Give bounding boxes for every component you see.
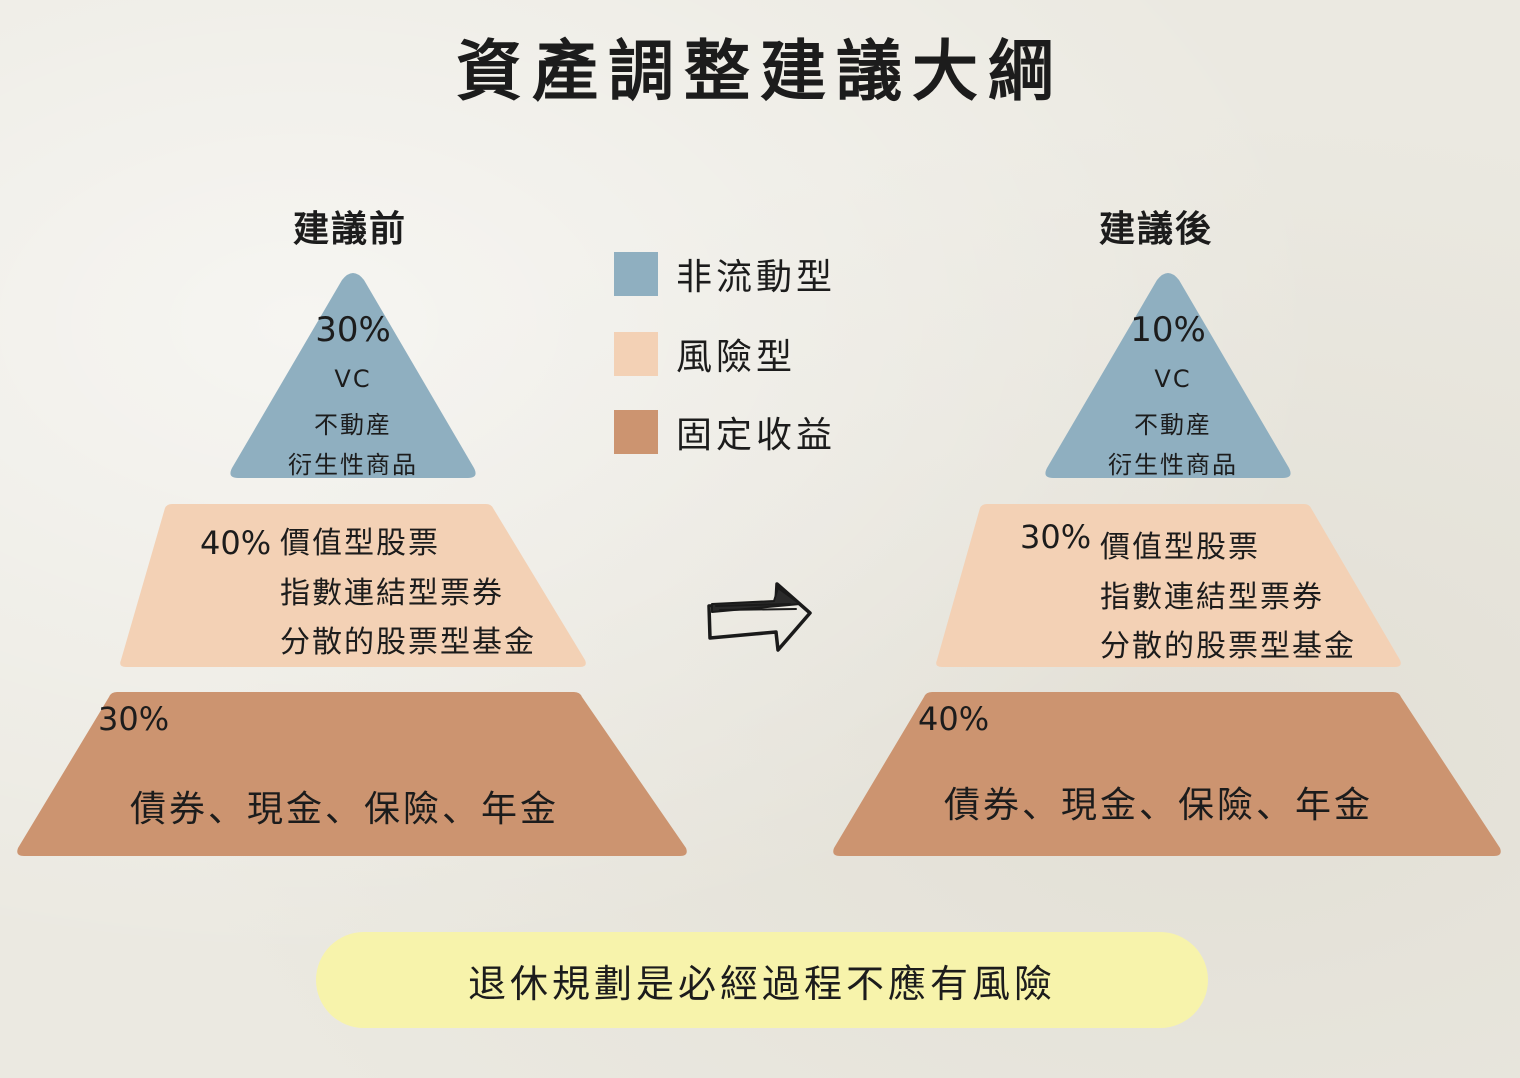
legend-swatch-illiquid (614, 252, 658, 296)
after-middle-tier (936, 504, 1401, 667)
before-top-tier (230, 273, 476, 478)
after-top-line: 衍生性商品 (1108, 451, 1238, 479)
after-middle-line: 價值型股票 (1100, 530, 1260, 565)
before-bottom-text: 債券、現金、保險、年金 (130, 789, 560, 830)
before-middle-line: 價值型股票 (280, 526, 440, 561)
before-bottom-tier (17, 692, 687, 856)
legend-label-illiquid: 非流動型 (676, 257, 837, 298)
after-top-line: VC (1154, 365, 1192, 393)
after-bottom-percent: 40% (918, 700, 990, 738)
conclusion-banner: 退休規劃是必經過程不應有風險 (316, 932, 1208, 1028)
before-middle-percent: 40% (200, 524, 272, 562)
before-heading: 建議前 (292, 209, 407, 250)
after-top-tier (1045, 273, 1291, 478)
after-middle-percent: 30% (1020, 518, 1092, 556)
conclusion-text: 退休規劃是必經過程不應有風險 (467, 961, 1056, 1006)
before-bottom-percent: 30% (98, 700, 170, 738)
after-middle-line: 分散的股票型基金 (1100, 629, 1356, 664)
legend-swatch-risk (614, 332, 658, 376)
before-middle-line: 分散的股票型基金 (280, 625, 536, 660)
before-middle-tier (120, 504, 586, 667)
legend-swatch-fixed-income (614, 410, 658, 454)
legend-label-fixed-income: 固定收益 (676, 415, 837, 456)
legend-label-risk: 風險型 (676, 337, 797, 378)
after-middle-line: 指數連結型票券 (1100, 580, 1324, 615)
after-top-percent: 10% (1130, 310, 1206, 350)
before-middle-line: 指數連結型票券 (280, 576, 504, 611)
page-title: 資產調整建議大綱 (456, 33, 1064, 110)
after-bottom-text: 債券、現金、保險、年金 (944, 785, 1374, 826)
before-top-percent: 30% (315, 310, 391, 350)
before-top-line: VC (334, 365, 372, 393)
right-arrow-icon (707, 582, 812, 652)
before-top-line: 衍生性商品 (288, 451, 418, 479)
after-heading: 建議後 (1098, 209, 1213, 250)
after-top-line: 不動産 (1134, 411, 1212, 439)
after-bottom-tier (833, 692, 1501, 856)
before-top-line: 不動産 (314, 411, 392, 439)
